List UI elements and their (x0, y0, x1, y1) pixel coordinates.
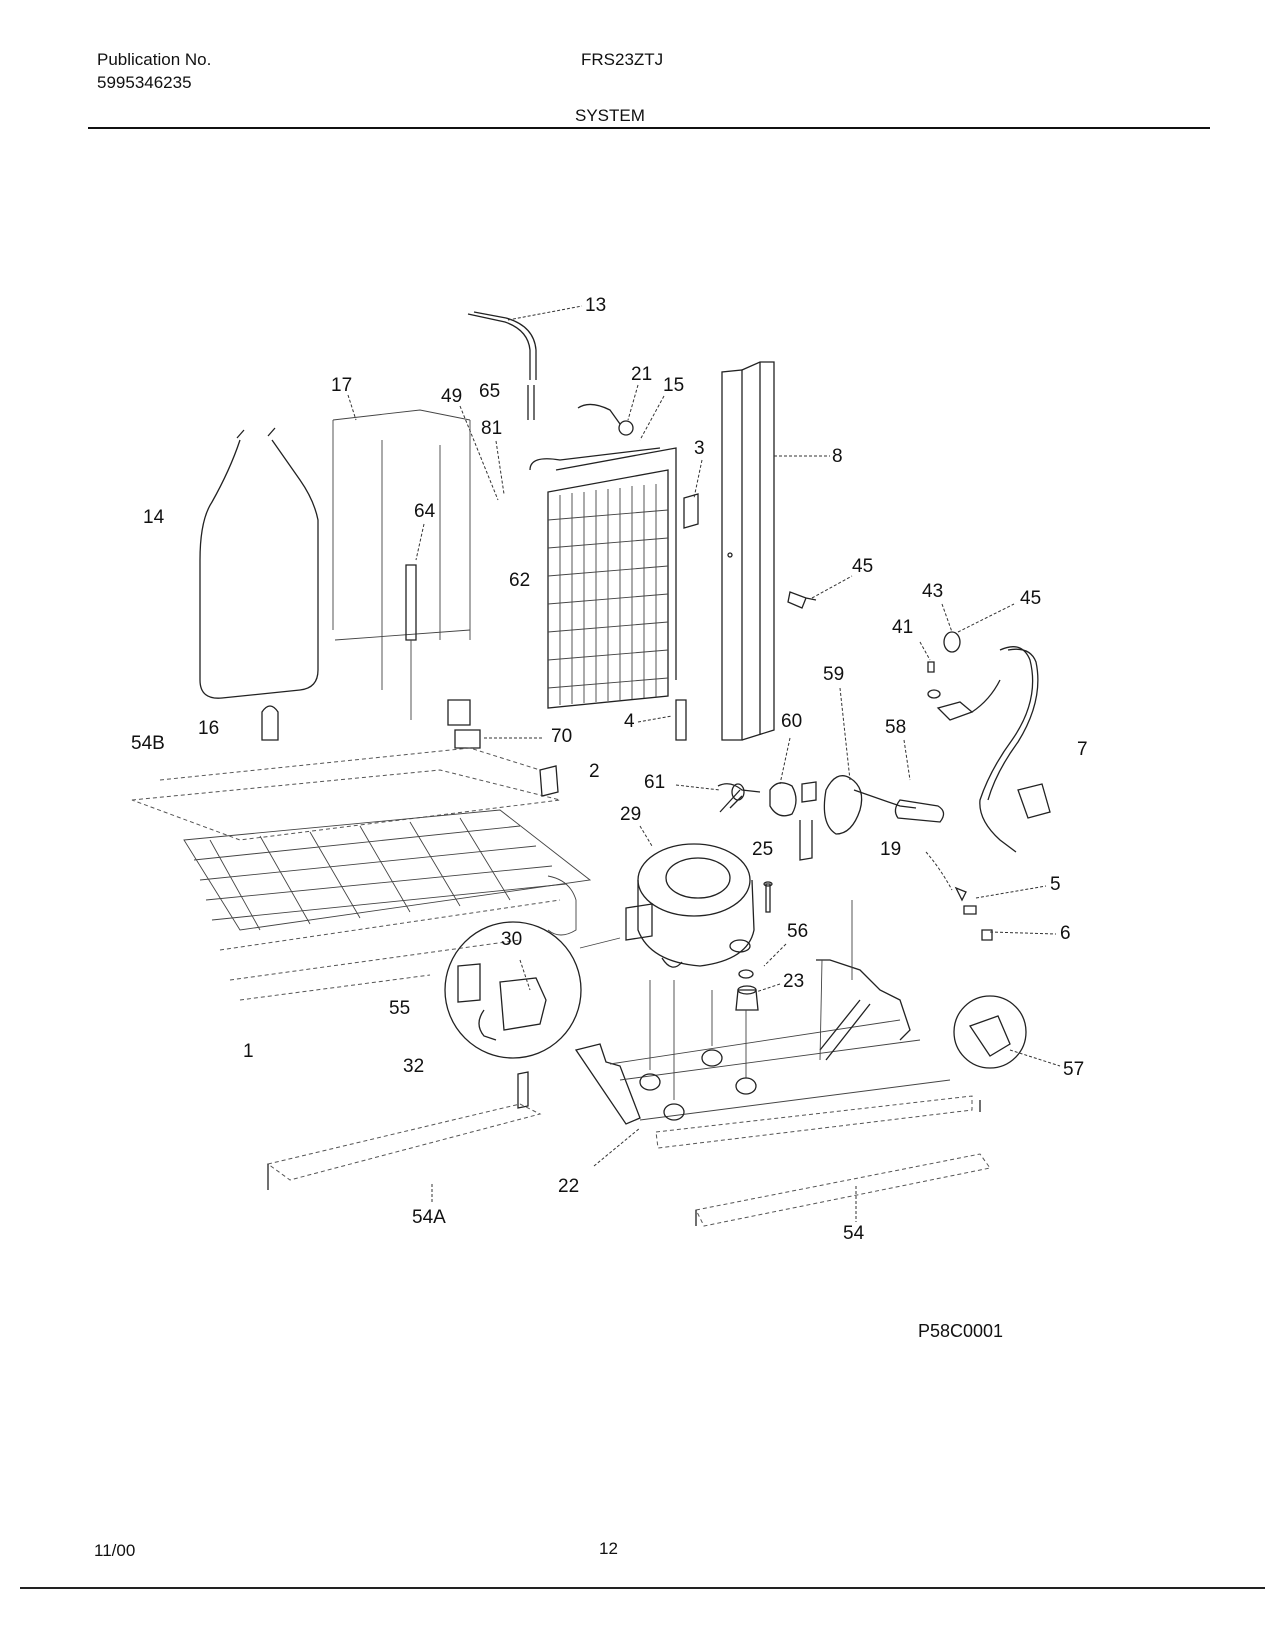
callout-56: 56 (787, 921, 809, 942)
footer-rule (20, 1587, 1265, 1589)
tube-19 (894, 799, 945, 823)
thermistor-21 (577, 403, 634, 436)
callout-16: 16 (198, 718, 220, 739)
model-number: FRS23ZTJ (581, 50, 664, 69)
callout-70: 70 (551, 726, 573, 747)
fittings-43-41 (927, 631, 974, 721)
drain-heater-14 (199, 427, 319, 699)
callout-45b: 45 (1020, 588, 1042, 609)
header-rule (88, 127, 1210, 129)
callout-43: 43 (922, 581, 944, 602)
clip-16 (261, 705, 279, 741)
callout-21: 21 (631, 364, 653, 385)
tube-4 (675, 699, 687, 741)
small-parts-5-6 (925, 851, 993, 941)
callout-60: 60 (781, 711, 803, 732)
callout-49: 49 (441, 386, 463, 407)
callout-25: 25 (752, 839, 774, 860)
callout-30: 30 (501, 929, 523, 950)
callout-55: 55 (389, 998, 411, 1019)
page-number: 12 (599, 1539, 618, 1558)
power-cord-7 (971, 646, 1051, 853)
screw-45 (787, 591, 817, 609)
callout-15: 15 (663, 375, 685, 396)
relay-overload-inset-30 (444, 921, 621, 1059)
callout-14: 14 (143, 507, 165, 528)
callout-61: 61 (644, 772, 666, 793)
callout-54b: 54B (131, 733, 165, 754)
callout-54a: 54A (412, 1207, 446, 1228)
leader-lines (347, 305, 1061, 1222)
callout-81: 81 (481, 418, 503, 439)
part-57-inset (953, 995, 1027, 1069)
condenser-coil-62 (529, 447, 677, 709)
divider-post-8 (721, 361, 775, 741)
callout-3: 3 (694, 438, 705, 459)
callout-29: 29 (620, 804, 642, 825)
callout-23: 23 (783, 971, 805, 992)
callout-8: 8 (832, 446, 843, 467)
callout-7: 7 (1077, 739, 1088, 760)
bracket-2 (539, 765, 559, 797)
footer-date: 11/00 (94, 1541, 136, 1560)
publication-number: 5995346235 (97, 73, 192, 92)
panel-17 (332, 409, 471, 690)
part-64 (405, 564, 481, 749)
callout-65: 65 (479, 381, 501, 402)
mounting-hardware (735, 881, 773, 1078)
diagram-code: P58C0001 (918, 1321, 1004, 1341)
callout-22: 22 (558, 1176, 580, 1197)
evaporator-1 (131, 747, 592, 1001)
callout-19: 19 (880, 839, 902, 860)
callout-62: 62 (509, 570, 531, 591)
callout-17: 17 (331, 375, 353, 396)
bracket-3 (683, 493, 699, 529)
callout-64: 64 (414, 501, 436, 522)
callout-41: 41 (892, 617, 914, 638)
callout-58: 58 (885, 717, 907, 738)
callout-32: 32 (403, 1056, 425, 1077)
section-title: SYSTEM (575, 106, 645, 125)
callout-2: 2 (589, 761, 600, 782)
callout-45a: 45 (852, 556, 874, 577)
callout-1: 1 (243, 1041, 254, 1062)
compressor-29 (625, 843, 755, 968)
publication-label: Publication No. (97, 50, 212, 69)
callout-5: 5 (1050, 874, 1061, 895)
capillary-tube (467, 311, 537, 420)
base-pan (574, 900, 973, 1149)
grilles (266, 1071, 991, 1227)
fan-assembly (717, 775, 917, 861)
callout-13: 13 (585, 295, 607, 316)
callout-54: 54 (843, 1223, 865, 1244)
callout-59: 59 (823, 664, 845, 685)
callout-4: 4 (624, 711, 635, 732)
callout-6: 6 (1060, 923, 1071, 944)
callout-57: 57 (1063, 1059, 1085, 1080)
